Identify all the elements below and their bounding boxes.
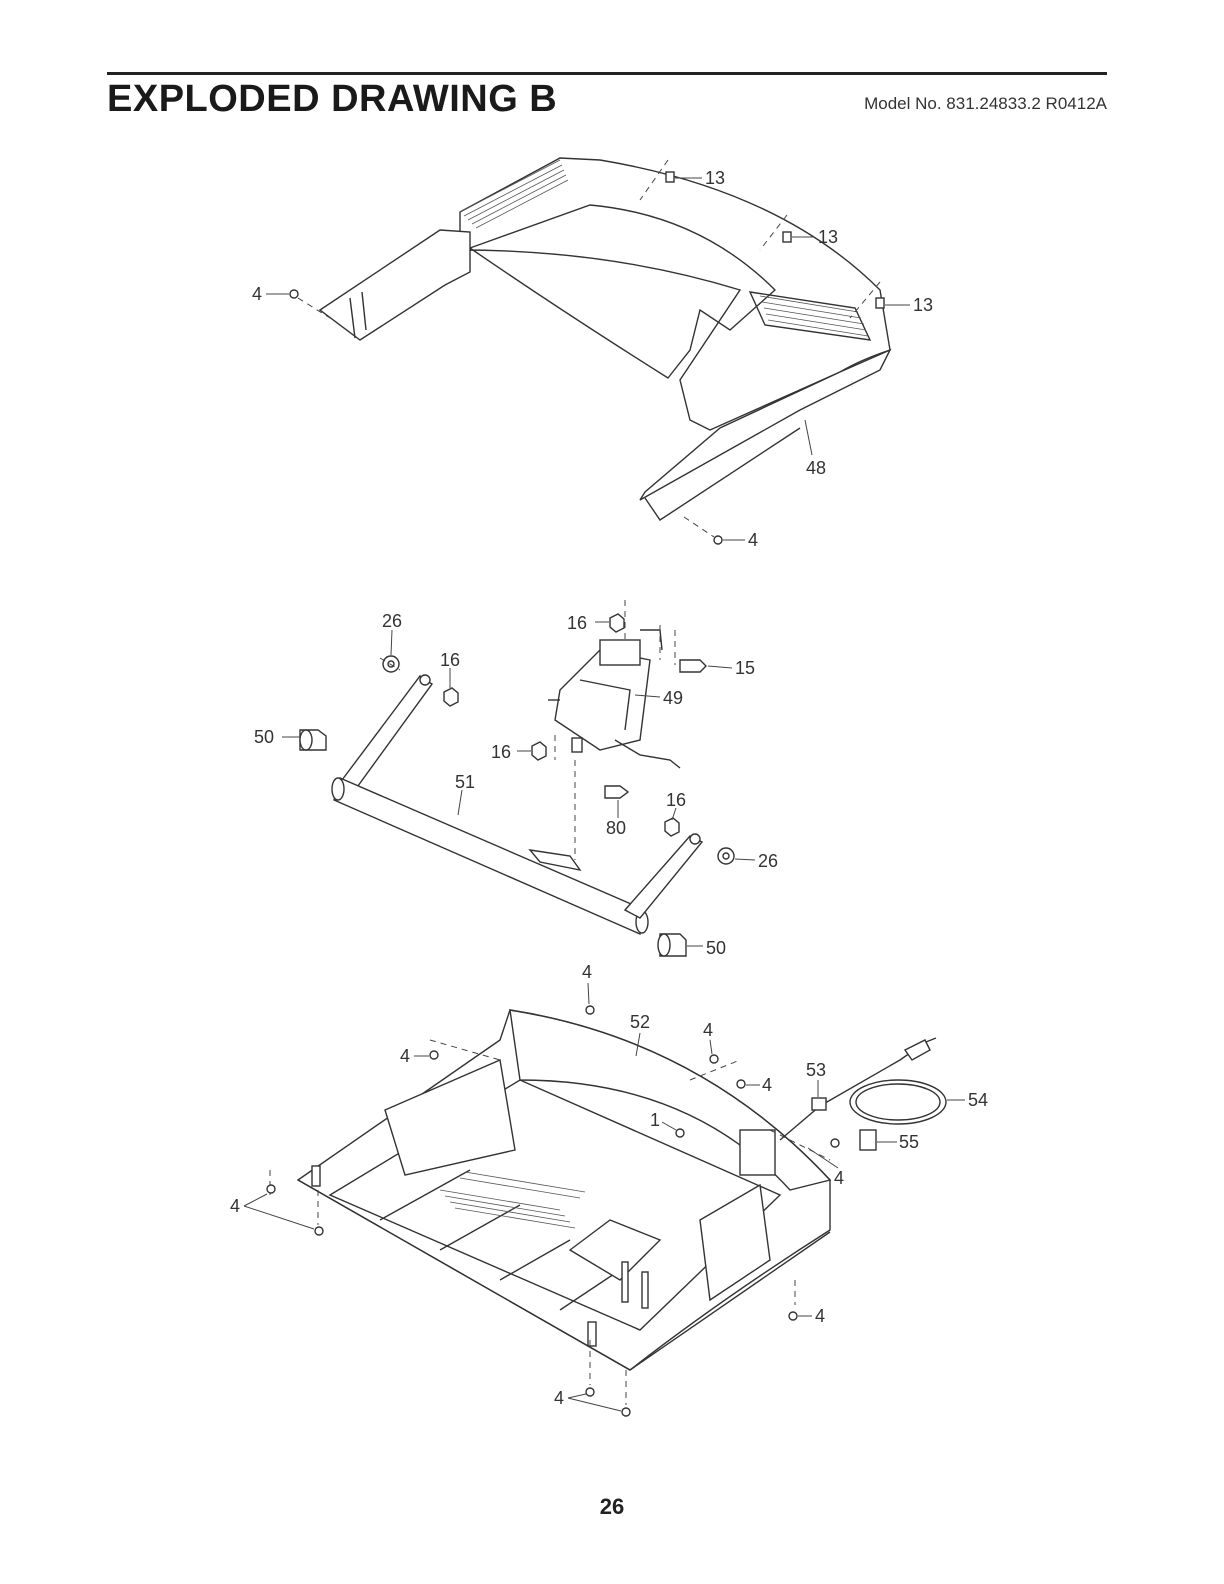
callout-4: 4 [400,1046,410,1066]
callout-4: 4 [252,284,262,304]
page-title: EXPLODED DRAWING B [107,78,558,120]
base-part [269,1009,832,1405]
callout-16: 16 [440,650,460,670]
nut-icon [531,741,547,761]
callout-4: 4 [582,962,592,982]
callout-4: 4 [230,1196,240,1216]
screw-icon [713,535,723,545]
callout-51: 51 [455,772,475,792]
callout-16: 16 [567,613,587,633]
washer-icon [717,847,735,865]
screw-icon [736,1079,746,1089]
model-number: Model No. 831.24833.2 R0412A [864,94,1107,113]
callout-49: 49 [663,688,683,708]
callout-16: 16 [491,742,511,762]
washer-icon [382,655,400,673]
callout-13: 13 [818,227,838,247]
callout-48: 48 [806,458,826,478]
screw-icon [675,1128,685,1138]
callout-4: 4 [762,1075,772,1095]
callout-26: 26 [758,851,778,871]
frame-part [331,674,704,935]
callout-4: 4 [815,1306,825,1326]
callout-4: 4 [703,1020,713,1040]
nut-icon [609,613,625,633]
callout-26: 26 [382,611,402,631]
clip-icon [665,171,675,183]
callout-4: 4 [554,1388,564,1408]
hood-part [266,157,910,545]
nut-icon [443,687,459,707]
hood-vent-right [748,291,872,341]
screw-icon [788,1311,798,1321]
callout-13: 13 [913,295,933,315]
clip-icon [782,231,792,243]
page-number: 26 [599,1494,625,1519]
callout-52: 52 [630,1012,650,1032]
screw-icon [314,1226,324,1236]
callout-4: 4 [834,1168,844,1188]
bolt-icon [679,659,707,673]
callout-13: 13 [705,168,725,188]
screw-icon [709,1054,719,1064]
clip-icon [875,297,885,309]
header-rule [107,72,1107,75]
switch-icon [859,1129,877,1151]
bolt-icon [604,785,630,799]
callout-50: 50 [706,938,726,958]
screw-icon [429,1050,439,1060]
callout-54: 54 [968,1090,988,1110]
callout-80: 80 [606,818,626,838]
screw-icon [585,1387,595,1397]
screw-icon [289,289,299,299]
callout-15: 15 [735,658,755,678]
power-cord-part [779,1037,947,1141]
callout-4: 4 [748,530,758,550]
screw-icon [266,1184,276,1194]
screw-icon [830,1138,840,1148]
callout-16: 16 [666,790,686,810]
hood-vent-left [459,159,569,229]
base-vents [439,1171,586,1229]
grommet-icon [811,1097,827,1111]
screw-icon [621,1407,631,1417]
callout-50: 50 [254,727,274,747]
screw-icon [585,1005,595,1015]
callout-55: 55 [899,1132,919,1152]
callout-1: 1 [650,1110,660,1130]
callout-53: 53 [806,1060,826,1080]
motor-part [548,629,681,769]
nut-icon [664,817,680,837]
